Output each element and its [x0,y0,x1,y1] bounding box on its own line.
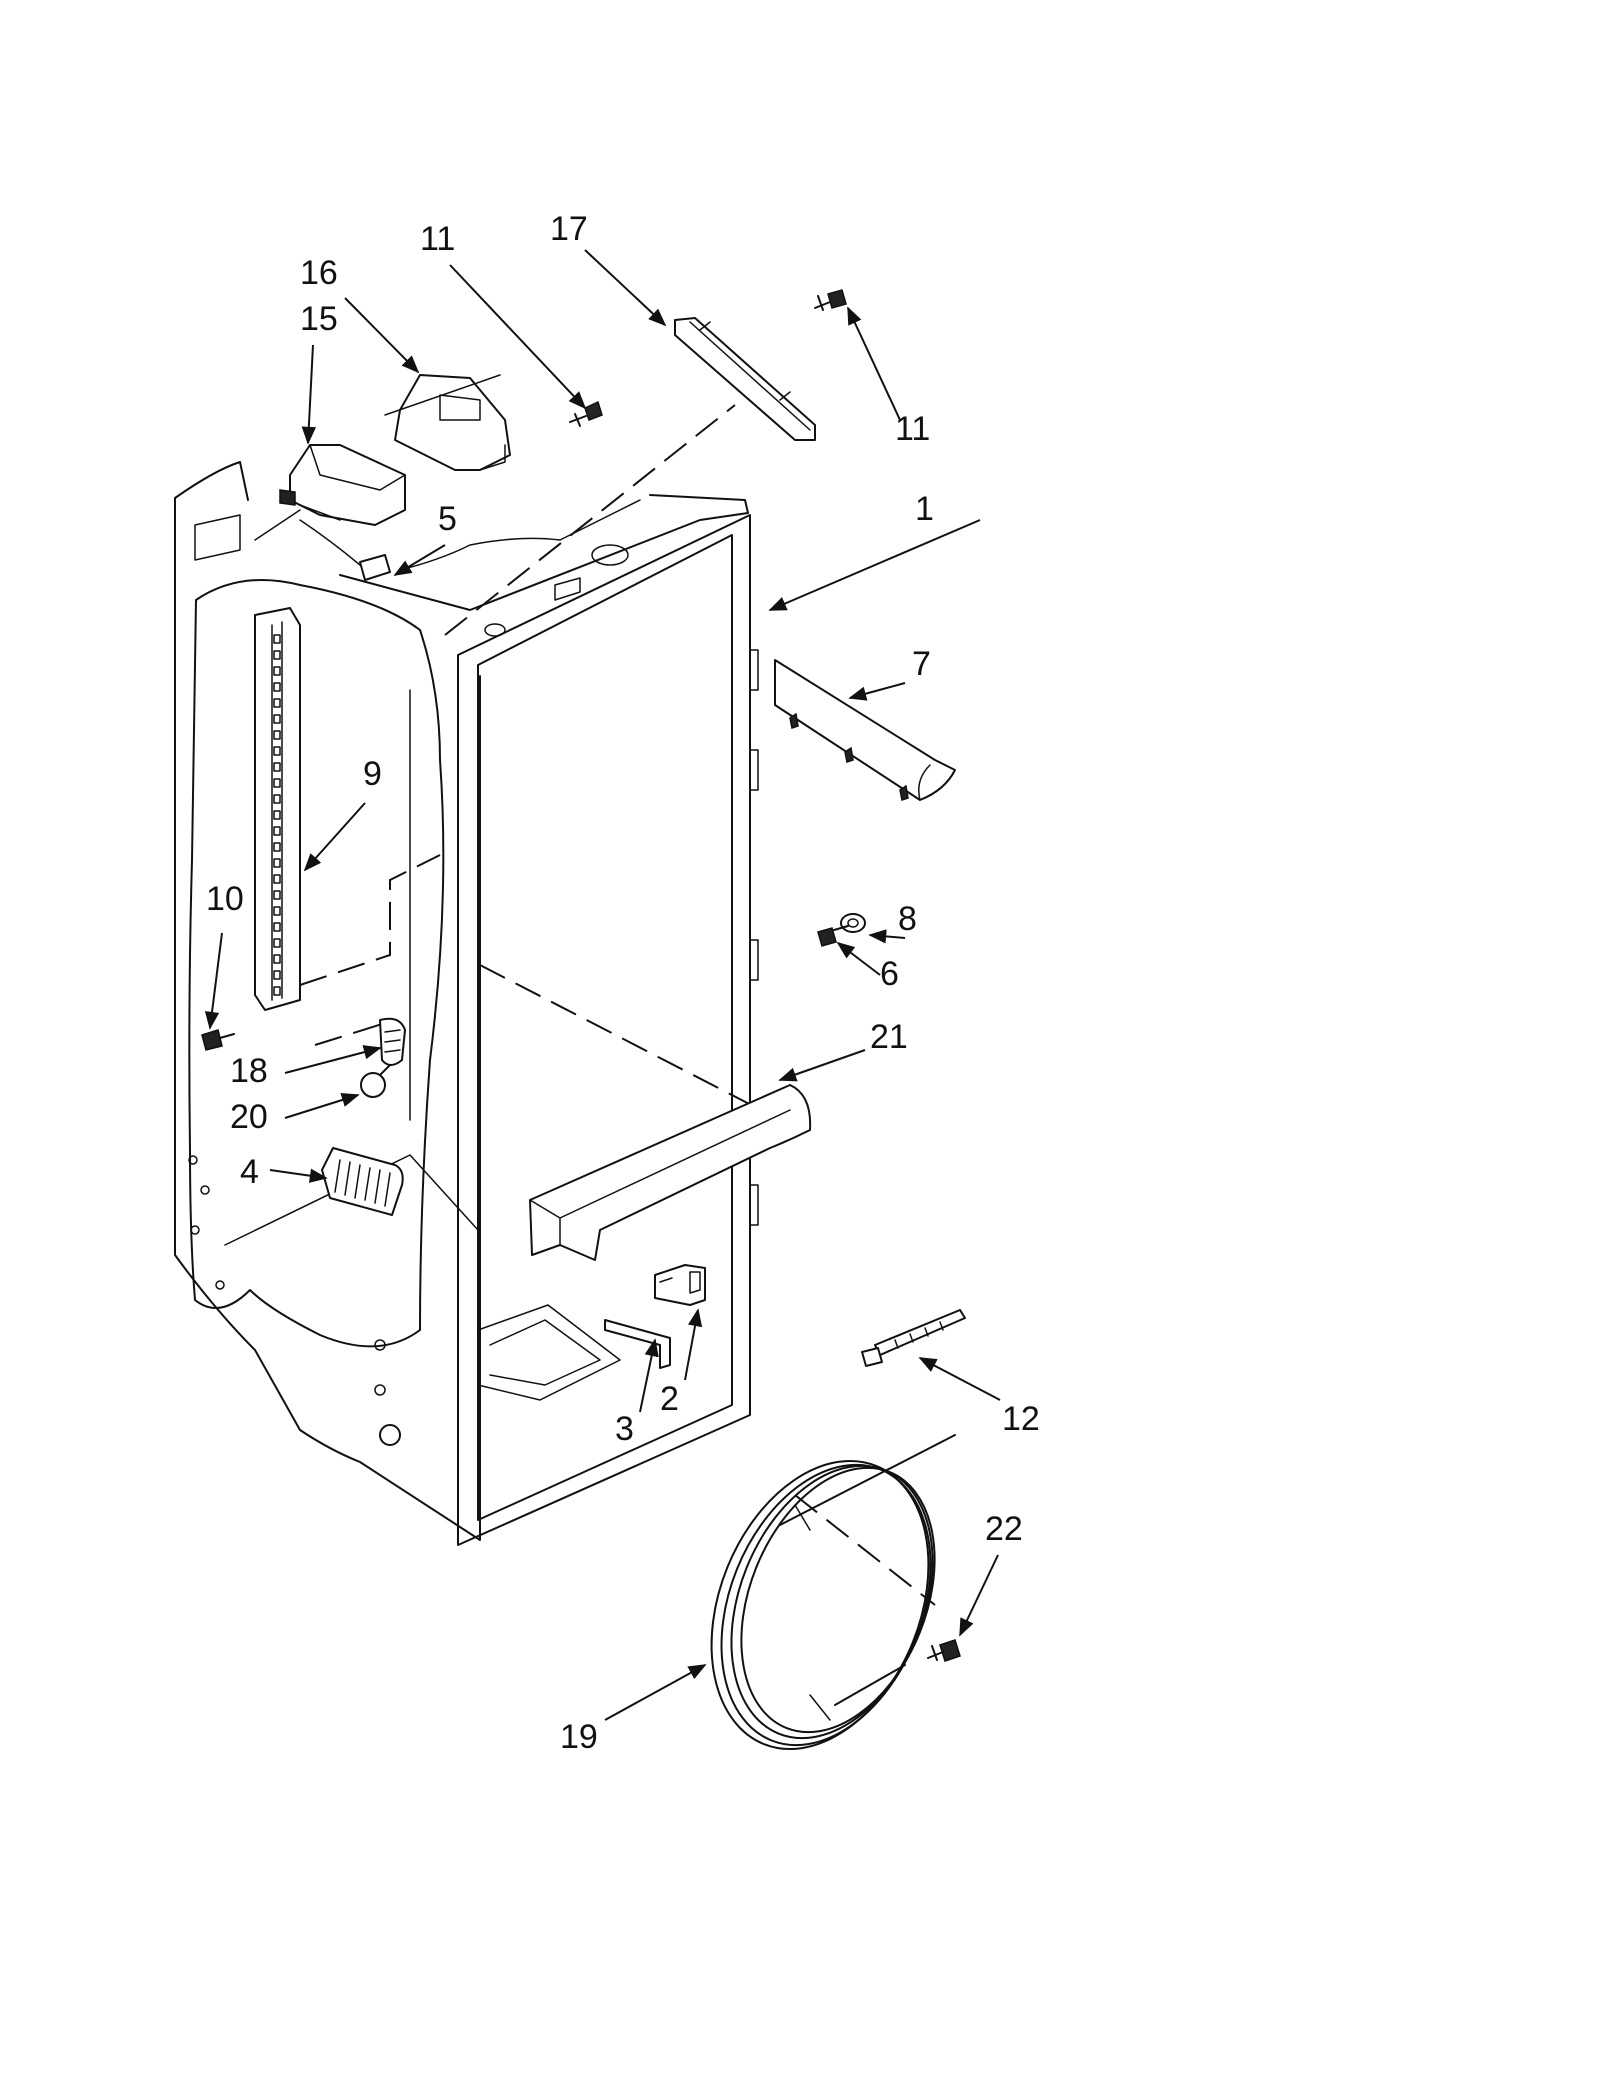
water-tube-part-19 [710,1434,956,1751]
screw-part-11-left [569,400,603,427]
light-socket-part-18 [379,1017,406,1066]
ladder-slot [273,698,281,708]
ladder-slot [273,842,281,852]
washer-part-8 [840,913,866,933]
ladder-slot [273,810,281,820]
assembly-lines [299,404,936,1606]
ladder-slot [273,826,281,836]
rail-part-17 [674,317,816,441]
ladder-slot [273,762,281,772]
bracket-part-2 [654,1264,706,1306]
ladder-slot [273,858,281,868]
callout-18: 18 [230,1052,268,1090]
callout-10: 10 [206,880,244,918]
callout-15: 15 [300,300,338,338]
ladder-slot [273,906,281,916]
grille-part-4 [321,1147,404,1216]
ladder-slot [273,650,281,660]
callout-11-right: 11 [895,410,930,448]
ladder-slot [273,778,281,788]
shelf-ladder-part-9 [254,607,301,1011]
callout-17: 17 [550,210,588,248]
cable-tie-part-12 [861,1309,966,1367]
callout-19: 19 [560,1718,598,1756]
screw-part-10 [201,1029,235,1051]
ladder-slot [273,714,281,724]
callout-5: 5 [438,500,457,538]
bracket-part-3 [604,1319,671,1369]
callout-16: 16 [300,254,338,292]
ladder-slot [273,746,281,756]
control-housing-part-15 [254,444,406,541]
callout-21: 21 [870,1018,908,1056]
ladder-slot [273,682,281,692]
callout-3: 3 [615,1410,634,1448]
callout-2: 2 [660,1380,679,1418]
screw-part-11-right [814,289,847,311]
callout-8: 8 [898,900,917,938]
callout-11-top: 11 [420,220,455,258]
ladder-slot [273,986,281,996]
leader-lines [204,249,1001,1721]
cabinet-liner [174,461,759,1546]
callout-7: 7 [912,645,931,683]
ladder-slot [273,730,281,740]
ladder-slots [273,634,281,996]
callout-6: 6 [880,955,899,993]
ladder-slot [273,890,281,900]
light-bulb-part-20 [360,1064,391,1098]
callout-22: 22 [985,1510,1023,1548]
pin-part-6 [817,925,849,947]
callout-20: 20 [230,1098,268,1136]
ladder-slot [273,634,281,644]
screw-part-22 [927,1639,961,1662]
callout-4: 4 [240,1153,259,1191]
ladder-slot [273,954,281,964]
cover-part-21 [529,1084,812,1261]
shelf-support-part-7 [774,659,956,801]
connector-part-5 [299,519,391,581]
ladder-slot [273,938,281,948]
ladder-slot [273,874,281,884]
callout-9: 9 [363,755,382,793]
ladder-slot [273,666,281,676]
ladder-slot [273,794,281,804]
ladder-slot [273,922,281,932]
callout-12: 12 [1002,1400,1040,1438]
callout-1: 1 [915,490,934,528]
bracket-part-16 [384,374,511,471]
callout-labels: 1 2 3 4 5 6 7 8 9 10 11 11 12 15 16 17 1… [206,210,1040,1756]
ladder-slot [273,970,281,980]
